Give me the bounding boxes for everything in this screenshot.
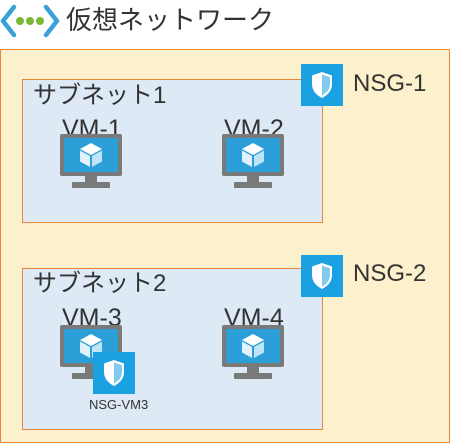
vm-2-icon xyxy=(222,134,284,188)
diagram-title-row: 仮想ネットワーク xyxy=(0,0,452,42)
vnet-title: 仮想ネットワーク xyxy=(66,5,275,35)
nsg-1-label: NSG-1 xyxy=(353,70,427,97)
vm-4-icon xyxy=(222,325,284,379)
subnet-2-label: サブネット2 xyxy=(33,270,167,297)
nsg-1-shield-icon xyxy=(301,64,343,106)
nsg-vm3-label: NSG-VM3 xyxy=(89,397,149,412)
nsg-2-shield-icon xyxy=(301,255,343,297)
virtual-network-icon xyxy=(0,4,60,38)
nsg-vm3-shield-icon xyxy=(93,352,135,394)
nsg-2-label: NSG-2 xyxy=(353,260,427,287)
vm-1-icon xyxy=(60,134,122,188)
subnet-1-label: サブネット1 xyxy=(33,82,167,109)
